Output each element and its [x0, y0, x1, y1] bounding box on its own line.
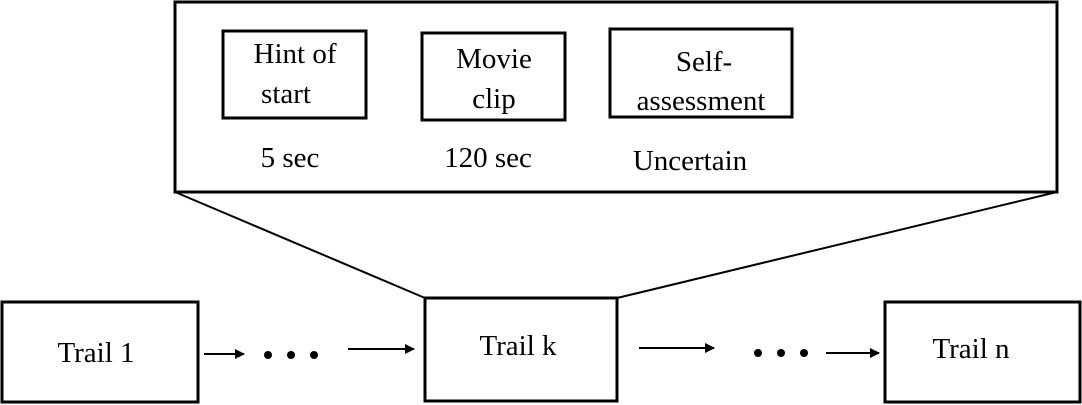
zoom-connector-left: [174, 191, 426, 299]
trial-n-label: Trail n: [932, 333, 1010, 365]
trial-1-label: Trail 1: [57, 337, 134, 369]
self-assessment-duration: Uncertain: [633, 145, 748, 177]
ellipsis-left: [264, 351, 318, 359]
trial-k-box: [423, 296, 619, 403]
trial-n-box: [883, 300, 1082, 404]
hint-of-start-label-line2: start: [261, 78, 311, 110]
movie-clip-label-line1: Movie: [456, 43, 532, 75]
ellipsis-right: [754, 349, 808, 357]
trial-k-label: Trail k: [479, 330, 557, 362]
hint-of-start-duration: 5 sec: [261, 142, 320, 174]
zoom-connector-right: [616, 191, 1058, 299]
self-assessment-label-line1: Self-: [676, 46, 732, 78]
movie-clip-label-line2: clip: [472, 83, 516, 115]
hint-of-start-label-line1: Hint of: [254, 38, 337, 70]
movie-clip-box: [420, 31, 567, 122]
movie-clip-duration: 120 sec: [444, 142, 532, 174]
hint-of-start-box: [221, 29, 368, 120]
trial-1-box: [0, 300, 200, 404]
self-assessment-box: [608, 27, 794, 119]
self-assessment-label-line2: assessment: [637, 85, 766, 117]
